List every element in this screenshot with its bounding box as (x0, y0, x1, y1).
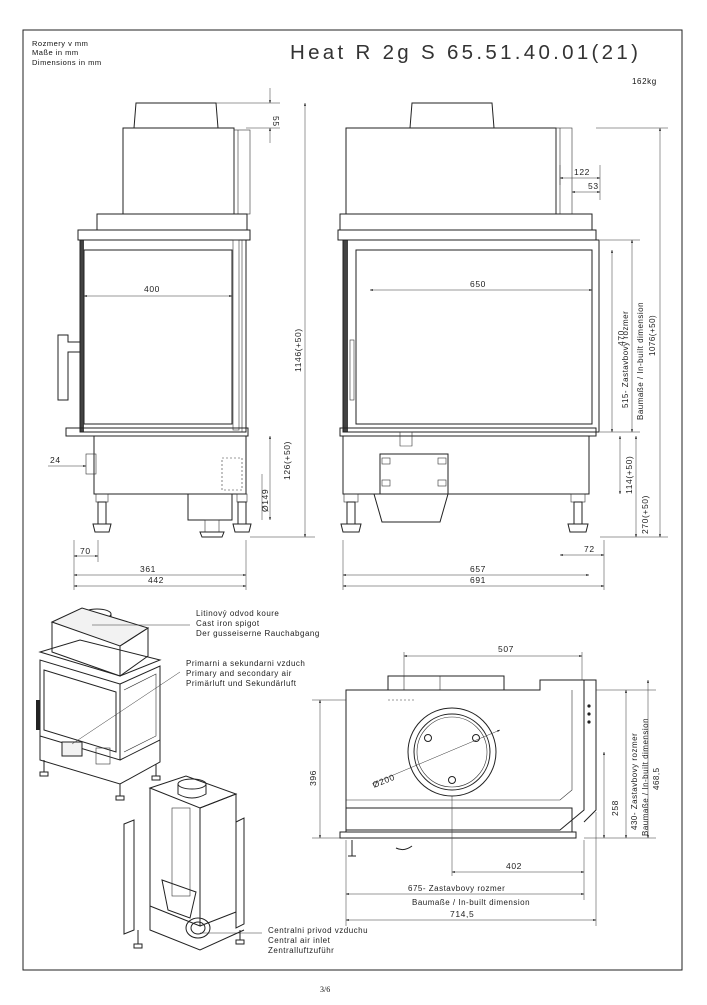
top-view (339, 675, 597, 857)
dim-507: 507 (498, 644, 514, 654)
sheet-border (22, 29, 683, 971)
dim-122: 122 (574, 167, 590, 177)
label-inlet-cz: Centralni privod vzduchu (268, 926, 368, 935)
side-view (337, 102, 600, 533)
dim-126: 126(+50) (282, 441, 292, 480)
label-air-cz: Primarni a sekundarni vzduch (186, 659, 305, 668)
dim-402: 402 (506, 861, 522, 871)
dim-1146: 1146(+50) (293, 328, 303, 372)
units-note: Rozmery v mm Maße in mm Dimensions in mm (32, 39, 102, 67)
label-spigot-en: Cast iron spigot (196, 619, 260, 628)
dim-70: 70 (80, 546, 91, 556)
units-en: Dimensions in mm (32, 57, 102, 67)
dim-515-inbuilt: Baumaße / In-built dimension (636, 302, 645, 420)
dim-72: 72 (584, 544, 595, 554)
dim-430-inbuilt: Baumaße / In-built dimension (641, 718, 650, 836)
weight-label: 162kg (632, 77, 657, 86)
units-de: Maße in mm (32, 48, 79, 58)
dim-361: 361 (140, 564, 156, 574)
label-spigot-cz: Litinový odvod koure (196, 609, 279, 618)
side-view-dimensions: 122 53 650 470 515- Zastavbovy rozmer Ba… (342, 127, 668, 590)
dim-258: 258 (610, 800, 620, 816)
dim-515: 515- Zastavbovy rozmer (621, 311, 630, 408)
dim-691: 691 (470, 575, 486, 585)
dim-714: 714,5 (450, 909, 474, 919)
isometric-view-front (36, 607, 162, 801)
dim-400: 400 (144, 284, 160, 294)
dim-396: 396 (308, 770, 318, 786)
label-inlet-de: Zentralluftzuführ (268, 946, 334, 955)
dim-657: 657 (470, 564, 486, 574)
dim-270: 270(+50) (640, 495, 650, 534)
isometric-view-rear (123, 775, 245, 951)
model-title: Heat R 2g S 65.51.40.01(21) (290, 41, 642, 64)
isometric-labels: Litinový odvod koure Cast iron spigot De… (71, 609, 368, 955)
dim-442: 442 (148, 575, 164, 585)
label-inlet-en: Central air inlet (268, 936, 331, 945)
dim-468: 468,5 (652, 767, 661, 790)
dim-114: 114(+50) (624, 456, 634, 494)
label-air-en: Primary and secondary air (186, 669, 292, 678)
dim-430: 430- Zastavbovy rozmer (630, 733, 639, 830)
dim-1076: 1076(+50) (648, 315, 657, 356)
dim-dia-200: Ø200 (371, 772, 396, 790)
page-number: 3/6 (320, 985, 331, 994)
label-spigot-de: Der gusseiserne Rauchabgang (196, 629, 320, 638)
front-view-dimensions: 55 400 1146(+50) 24 126(+50) Ø149 70 361… (48, 88, 315, 590)
top-view-dimensions: 507 396 Ø200 258 430- Zastavbovy rozmer … (308, 644, 661, 926)
dim-dia-149: Ø149 (260, 489, 270, 512)
units-cz: Rozmery v mm (32, 39, 89, 48)
dim-55: 55 (271, 116, 281, 127)
label-air-de: Primärluft und Sekundärluft (186, 679, 297, 688)
dim-53: 53 (588, 181, 599, 191)
dim-675-inbuilt: Baumaße / In-built dimension (412, 898, 530, 907)
front-view (57, 102, 252, 538)
dim-470: 470 (616, 330, 626, 346)
dim-24: 24 (50, 455, 61, 465)
dim-675: 675- Zastavbovy rozmer (408, 884, 505, 893)
dim-650: 650 (470, 279, 486, 289)
